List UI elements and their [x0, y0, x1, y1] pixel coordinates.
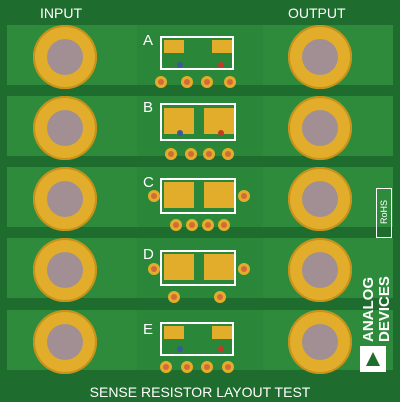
kelvin-via: [224, 76, 236, 88]
row-label-c: C: [143, 174, 154, 191]
analog-devices-wordmark: ANALOG DEVICES: [360, 276, 393, 372]
brand-line-1: ANALOG: [360, 277, 377, 342]
kelvin-via: [181, 361, 193, 373]
output-pad-c[interactable]: [288, 167, 352, 231]
row-label-d: D: [143, 246, 154, 263]
kelvin-via: [165, 148, 177, 160]
row-label-a: A: [143, 32, 154, 49]
kelvin-via: [201, 361, 213, 373]
kelvin-via: [160, 361, 172, 373]
rohs-label: RoHS: [379, 200, 389, 225]
row-label-b: B: [143, 99, 154, 116]
input-pad-b[interactable]: [33, 96, 97, 160]
kelvin-via: [155, 76, 167, 88]
input-pad-a[interactable]: [33, 25, 97, 89]
brand-line-2: DEVICES: [376, 276, 392, 342]
output-pad-e[interactable]: [288, 310, 352, 374]
analog-devices-logo: ANALOG DEVICES: [356, 262, 393, 374]
logo-triangle-icon: [366, 352, 380, 366]
kelvin-via: [148, 190, 160, 202]
kelvin-via: [170, 219, 182, 231]
output-pad-d[interactable]: [288, 238, 352, 302]
kelvin-via: [201, 76, 213, 88]
board-title: SENSE RESISTOR LAYOUT TEST: [89, 384, 311, 400]
kelvin-via: [218, 219, 230, 231]
kelvin-via: [222, 361, 234, 373]
kelvin-via: [181, 76, 193, 88]
kelvin-via: [148, 263, 160, 275]
rohs-mark: RoHS: [376, 188, 392, 238]
kelvin-via: [222, 148, 234, 160]
kelvin-via: [214, 291, 226, 303]
output-label: OUTPUT: [288, 5, 346, 21]
sense-resistor-b: [160, 103, 236, 141]
kelvin-via: [186, 219, 198, 231]
input-pad-e[interactable]: [33, 310, 97, 374]
kelvin-via: [238, 263, 250, 275]
output-pad-b[interactable]: [288, 96, 352, 160]
input-pad-d[interactable]: [33, 238, 97, 302]
row-label-e: E: [143, 321, 154, 338]
input-pad-c[interactable]: [33, 167, 97, 231]
sense-resistor-e: [160, 322, 234, 356]
sense-resistor-a: [160, 36, 234, 70]
kelvin-via: [203, 148, 215, 160]
sense-resistor-c: [160, 178, 236, 214]
kelvin-via: [202, 219, 214, 231]
output-pad-a[interactable]: [288, 25, 352, 89]
kelvin-via: [238, 190, 250, 202]
kelvin-via: [168, 291, 180, 303]
sense-resistor-d: [160, 250, 236, 286]
input-label: INPUT: [40, 5, 82, 21]
kelvin-via: [185, 148, 197, 160]
